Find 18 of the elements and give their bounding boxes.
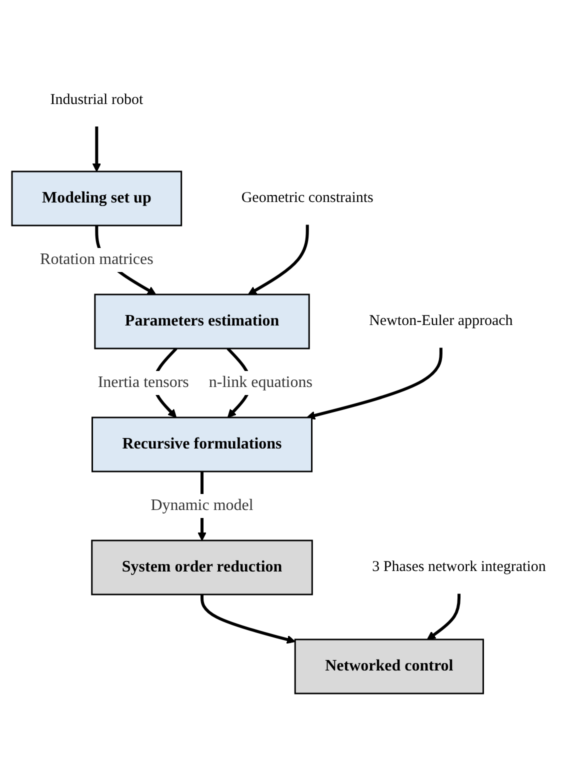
node-box: Modeling set up [11, 171, 182, 226]
arrow [92, 126, 102, 172]
arrow [200, 594, 296, 644]
edge-label: Dynamic model [150, 497, 254, 514]
arrow [426, 594, 461, 640]
arrow [306, 348, 442, 420]
edge-label: n-link equations [208, 374, 313, 392]
node-text: Geometric constraints [241, 190, 374, 206]
node-box: Recursive formulations [92, 417, 313, 472]
edge-label: Inertia tensors [98, 374, 189, 392]
node-box: System order reduction [91, 540, 313, 596]
node-text: Newton-Euler approach [369, 313, 513, 330]
node-text: Industrial robot [50, 92, 144, 108]
node-box: Parameters estimation [94, 294, 310, 350]
edge-label: Rotation matrices [40, 251, 154, 268]
arrow [248, 225, 309, 296]
node-box: Networked control [294, 638, 484, 694]
node-text: 3 Phases network integration [372, 559, 546, 576]
